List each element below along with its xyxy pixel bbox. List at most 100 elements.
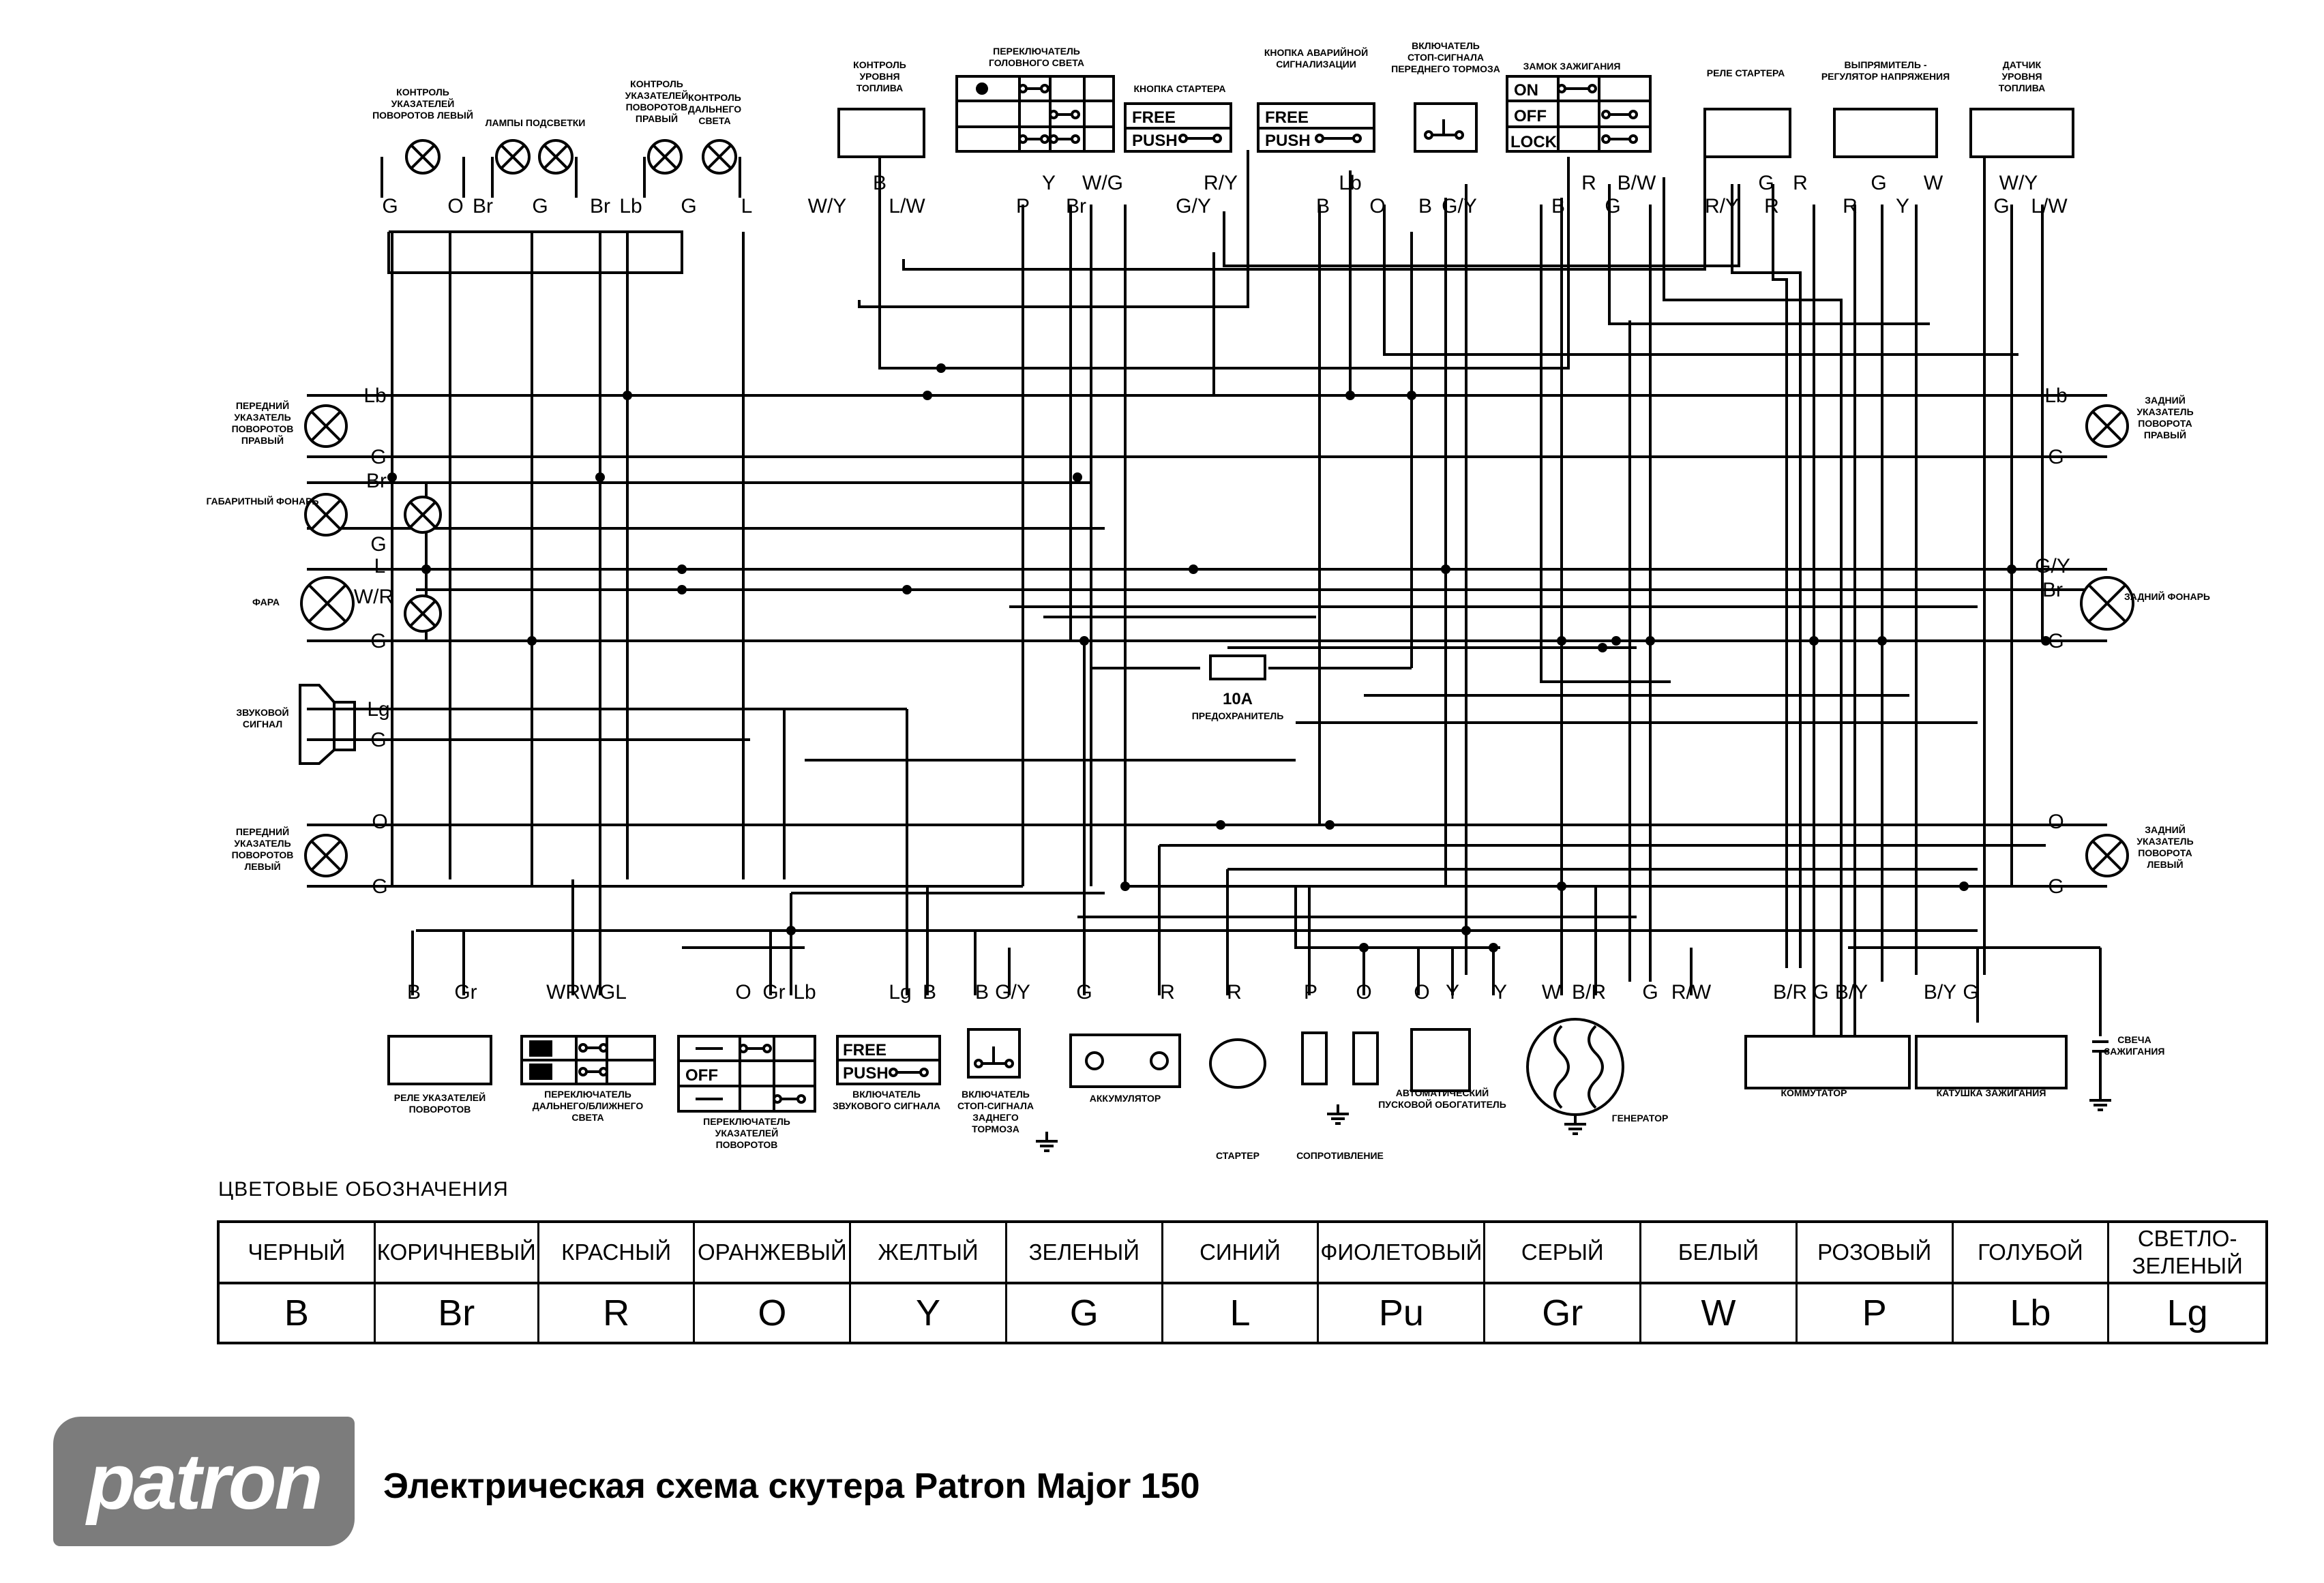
- wire-label: Gr: [454, 981, 477, 1004]
- component-label: ПРЕДОХРАНИТЕЛЬ: [1192, 710, 1284, 721]
- wire-label: P: [1304, 981, 1317, 1004]
- lamp-icon: [304, 404, 348, 448]
- wire-label: L: [741, 195, 753, 217]
- switch-contact-icon: [1018, 134, 1049, 144]
- component-label: ГЕНЕРАТОР: [1612, 1113, 1669, 1124]
- wire-label: G: [2048, 446, 2064, 468]
- lamp-icon: [404, 594, 442, 633]
- wire-label: Lb: [1339, 172, 1361, 194]
- wire-label: W: [1924, 172, 1943, 194]
- switch-contact-icon: [739, 1044, 772, 1053]
- wire-label: Br: [473, 195, 493, 217]
- wire-label: G: [1993, 195, 2009, 217]
- lamp-common: [387, 232, 683, 274]
- wire-label: L/W: [889, 195, 925, 217]
- junction-dot: [902, 585, 912, 594]
- wire-label: Lb: [793, 981, 816, 1004]
- turn-relay-box: [387, 1035, 492, 1085]
- wire-label: Y: [1042, 172, 1056, 194]
- lamp-icon: [2080, 576, 2134, 631]
- indicator-dot: [976, 82, 988, 95]
- wire-label: Y: [1493, 981, 1507, 1004]
- component-label: 10A: [1223, 690, 1253, 708]
- switch-label: OFF: [1514, 107, 1547, 125]
- switch-grid: [679, 1036, 815, 1111]
- junction-dot: [1557, 636, 1566, 646]
- lamp-icon: [538, 139, 573, 175]
- wire-label: B: [407, 981, 421, 1004]
- horn-icon: [299, 684, 356, 765]
- logo-text: patron: [87, 1437, 323, 1526]
- junction-dot: [595, 472, 605, 482]
- wire-label: G: [370, 630, 386, 652]
- legend-color-code: L: [1163, 1284, 1320, 1342]
- switch-contact-icon: [1049, 134, 1080, 144]
- component-label: РЕЛЕ СТАРТЕРА: [1707, 67, 1785, 78]
- wire-label: G: [370, 446, 386, 468]
- wire-label: P: [1016, 195, 1030, 217]
- legend-color-name: КРАСНЫЙ: [539, 1223, 696, 1284]
- switch-contact-icon: [773, 1094, 806, 1104]
- wire-label: G: [1871, 172, 1886, 194]
- switch-grid: [522, 1036, 655, 1084]
- junction-dot: [2007, 564, 2016, 574]
- wire-label: B/R: [1773, 981, 1807, 1004]
- wire-label: O: [372, 811, 387, 833]
- wire-label: R: [1764, 195, 1779, 217]
- wire: [1663, 177, 1843, 995]
- legend-color-name: ОРАНЖЕВЫЙ: [695, 1223, 852, 1284]
- battery-box: [1069, 1034, 1181, 1088]
- battery-terminal: [1150, 1051, 1169, 1070]
- legend-color-name: ЧЕРНЫЙ: [220, 1223, 376, 1284]
- wire-label: B: [1418, 195, 1432, 217]
- component-symbols: [299, 75, 2134, 1152]
- switch-label: ON: [1514, 81, 1538, 100]
- wire-label: W/Y: [1999, 172, 2038, 194]
- junction-dot: [387, 472, 397, 482]
- wire-label: G: [1758, 172, 1774, 194]
- junction-dot: [1557, 881, 1566, 891]
- wire-label: O: [2048, 811, 2064, 833]
- wire-label: Lb: [619, 195, 642, 217]
- component-label: ГАБАРИТНЫЙ ФОНАРЬ: [207, 495, 319, 507]
- legend-color-name: ГОЛУБОЙ: [1953, 1223, 2110, 1284]
- wire-label: Lb: [363, 385, 386, 407]
- ground-icon: [1564, 1115, 1586, 1135]
- resistor-box: [1352, 1031, 1379, 1085]
- wire-label: B: [873, 172, 887, 194]
- junction-dot: [1216, 820, 1225, 830]
- wire-label: B: [1551, 195, 1565, 217]
- wire-label: B: [975, 981, 989, 1004]
- junction-dot: [421, 564, 431, 574]
- junction-dots: [387, 363, 2051, 952]
- wire-label: Gr: [762, 981, 785, 1004]
- wire-label: Br: [590, 195, 610, 217]
- wire-label: G: [370, 533, 386, 556]
- legend-color-name: БЕЛЫЙ: [1641, 1223, 1798, 1284]
- wire-label: G/Y: [2035, 555, 2070, 577]
- lamp-icon: [702, 139, 737, 175]
- wire-label: R: [1793, 172, 1808, 194]
- wire-label: G: [1813, 981, 1828, 1004]
- switch-label: PUSH: [1132, 132, 1178, 150]
- component-labels: FREEPUSHFREEPUSHONOFFLOCKOFFFREEPUSHКОНТ…: [207, 40, 2210, 1161]
- wire-label: B/W: [1618, 172, 1656, 194]
- fuel-level-ctrl-box: [837, 108, 925, 158]
- component-label: ФАРА: [252, 597, 280, 607]
- wire-label: Y: [1896, 195, 1909, 217]
- junction-dot: [1407, 391, 1416, 400]
- wire-label: WRWGL: [546, 981, 627, 1004]
- lamp-icon: [2085, 834, 2129, 877]
- arrow-icon: [696, 1047, 723, 1100]
- wire-label: G: [1605, 195, 1620, 217]
